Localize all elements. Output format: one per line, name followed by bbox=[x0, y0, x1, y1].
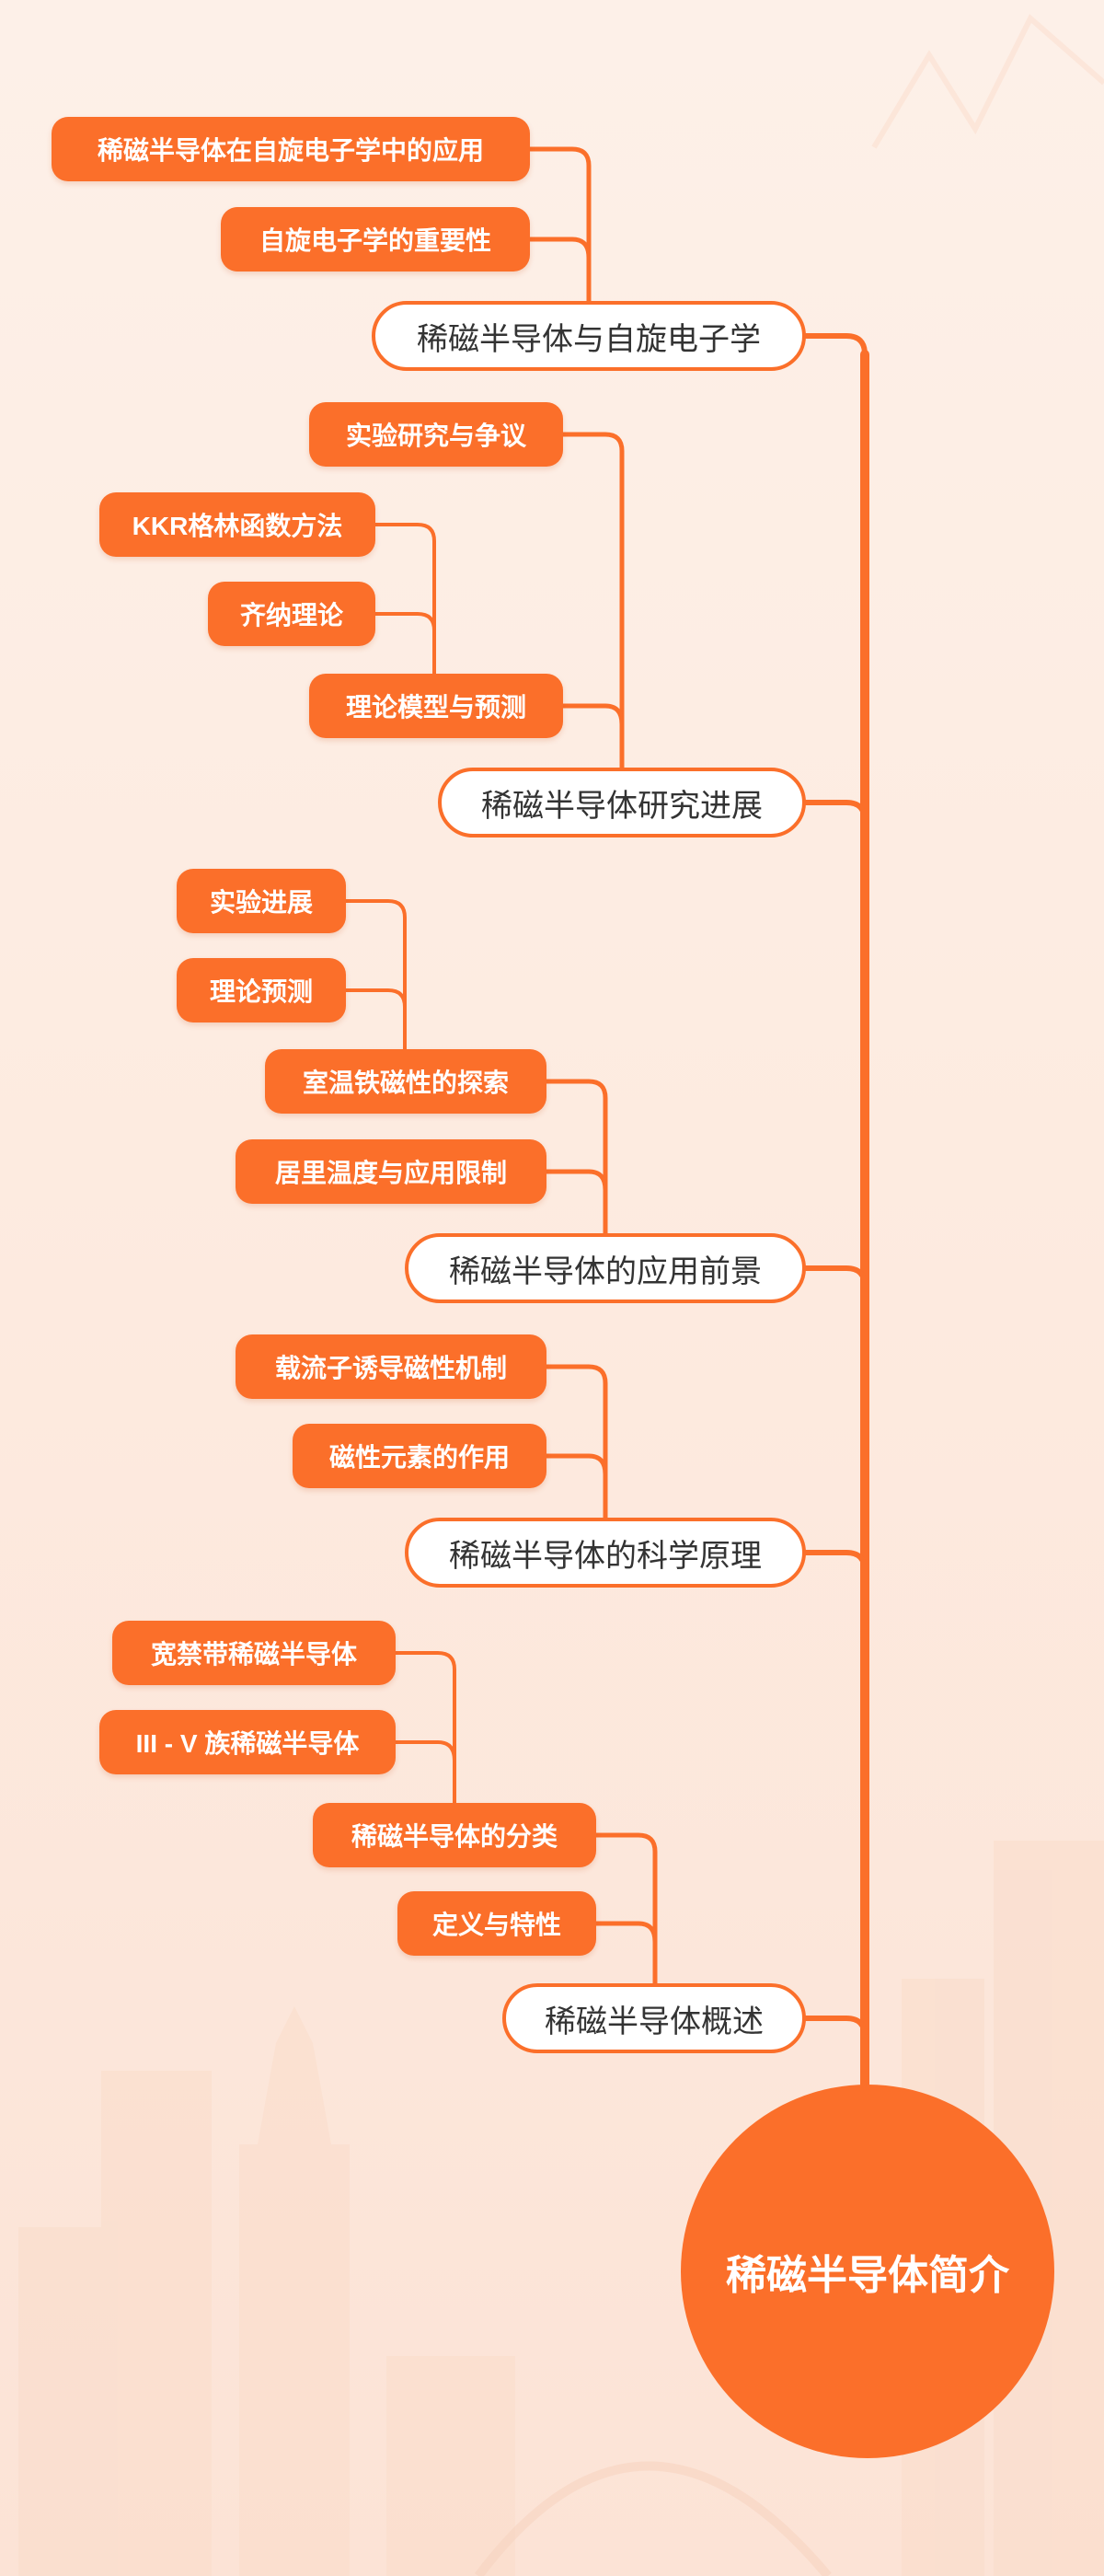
topic-label: 稀磁半导体的应用前景 bbox=[449, 1253, 762, 1289]
connector-root-topic-4 bbox=[803, 1550, 868, 1574]
leaf-label: 理论预测 bbox=[209, 977, 313, 1006]
leaf-node-curie-temperature[interactable]: 居里温度与应用限制 bbox=[236, 1139, 546, 1204]
leaf-label: 理论模型与预测 bbox=[345, 693, 526, 722]
leaf-label: 自旋电子学的重要性 bbox=[259, 226, 491, 255]
leaf-label: 齐纳理论 bbox=[239, 601, 343, 630]
connector-topic-3-b bbox=[544, 1169, 608, 1193]
topic-node-research-progress[interactable]: 稀磁半导体研究进展 bbox=[438, 768, 806, 837]
connector-sub-3a-a bbox=[344, 899, 407, 1051]
connector-sub-5a-b bbox=[394, 1740, 456, 1762]
connector-topic-5-a bbox=[593, 1832, 658, 1986]
connector-topic-1-a bbox=[527, 146, 592, 304]
topic-node-spintronics[interactable]: 稀磁半导体与自旋电子学 bbox=[372, 301, 806, 371]
connector-sub-3a-b bbox=[344, 988, 407, 1009]
leaf-label: 稀磁半导体在自旋电子学中的应用 bbox=[97, 136, 484, 165]
connector-sub-5a-a bbox=[394, 1651, 456, 1806]
topic-node-application-prospects[interactable]: 稀磁半导体的应用前景 bbox=[405, 1233, 806, 1303]
leaf-node-wide-bandgap[interactable]: 宽禁带稀磁半导体 bbox=[112, 1621, 396, 1685]
leaf-node-iii-v-group[interactable]: III - V 族稀磁半导体 bbox=[99, 1710, 396, 1774]
leaf-label: III - V 族稀磁半导体 bbox=[135, 1729, 360, 1758]
leaf-node-carrier-induced-magnetism[interactable]: 载流子诱导磁性机制 bbox=[236, 1334, 546, 1399]
leaf-node-classification[interactable]: 稀磁半导体的分类 bbox=[313, 1803, 596, 1867]
topic-node-overview[interactable]: 稀磁半导体概述 bbox=[502, 1983, 806, 2053]
topic-node-scientific-principles[interactable]: 稀磁半导体的科学原理 bbox=[405, 1518, 806, 1588]
root-label: 稀磁半导体简介 bbox=[726, 2253, 1009, 2298]
connector-topic-2-a bbox=[560, 432, 625, 770]
connector-root-topic-1 bbox=[803, 333, 868, 357]
topic-label: 稀磁半导体的科学原理 bbox=[449, 1538, 762, 1574]
leaf-node-definition-properties[interactable]: 定义与特性 bbox=[397, 1891, 596, 1956]
leaf-node-room-temp-ferromagnetism[interactable]: 室温铁磁性的探索 bbox=[265, 1049, 546, 1114]
connector-topic-2-b bbox=[560, 703, 625, 727]
leaf-node-kkr-green-function[interactable]: KKR格林函数方法 bbox=[99, 492, 375, 557]
leaf-node-spintronics-importance[interactable]: 自旋电子学的重要性 bbox=[221, 207, 530, 271]
leaf-label: 稀磁半导体的分类 bbox=[351, 1822, 558, 1851]
topic-label: 稀磁半导体概述 bbox=[545, 2004, 764, 2039]
leaf-label: 定义与特性 bbox=[431, 1911, 561, 1939]
connector-root-topic-3 bbox=[803, 1265, 868, 1289]
leaf-label: 宽禁带稀磁半导体 bbox=[150, 1640, 357, 1669]
leaf-label: KKR格林函数方法 bbox=[132, 512, 343, 540]
connector-root-topic-2 bbox=[803, 800, 868, 824]
leaf-label: 居里温度与应用限制 bbox=[274, 1159, 507, 1187]
connector-topic-5-b bbox=[593, 1921, 658, 1945]
leaf-node-experimental-research[interactable]: 实验研究与争议 bbox=[309, 402, 563, 467]
leaf-node-experimental-progress[interactable]: 实验进展 bbox=[177, 869, 346, 933]
leaf-node-zener-theory[interactable]: 齐纳理论 bbox=[208, 582, 375, 646]
leaf-node-magnetic-elements-role[interactable]: 磁性元素的作用 bbox=[293, 1424, 546, 1488]
connector-topic-4-a bbox=[544, 1364, 608, 1520]
root-node[interactable]: 稀磁半导体简介 bbox=[681, 2085, 1054, 2458]
topic-label: 稀磁半导体研究进展 bbox=[481, 788, 763, 824]
leaf-label: 实验进展 bbox=[209, 888, 313, 917]
connector-root-topic-5 bbox=[803, 2016, 868, 2039]
leaf-label: 室温铁磁性的探索 bbox=[302, 1069, 509, 1097]
topic-label: 稀磁半导体与自旋电子学 bbox=[417, 321, 761, 357]
connector-sub-2b-a bbox=[374, 523, 436, 676]
leaf-node-theoretical-models[interactable]: 理论模型与预测 bbox=[309, 674, 563, 738]
leaf-node-theoretical-prediction[interactable]: 理论预测 bbox=[177, 958, 346, 1022]
leaf-node-spintronics-application[interactable]: 稀磁半导体在自旋电子学中的应用 bbox=[52, 117, 530, 181]
leaf-label: 磁性元素的作用 bbox=[328, 1443, 510, 1472]
connector-topic-3-a bbox=[544, 1079, 608, 1236]
connector-topic-4-b bbox=[544, 1453, 608, 1477]
leaf-label: 实验研究与争议 bbox=[345, 422, 526, 450]
connector-sub-2b-b bbox=[374, 612, 436, 632]
connector-topic-1-b bbox=[527, 237, 592, 260]
leaf-label: 载流子诱导磁性机制 bbox=[274, 1354, 507, 1382]
